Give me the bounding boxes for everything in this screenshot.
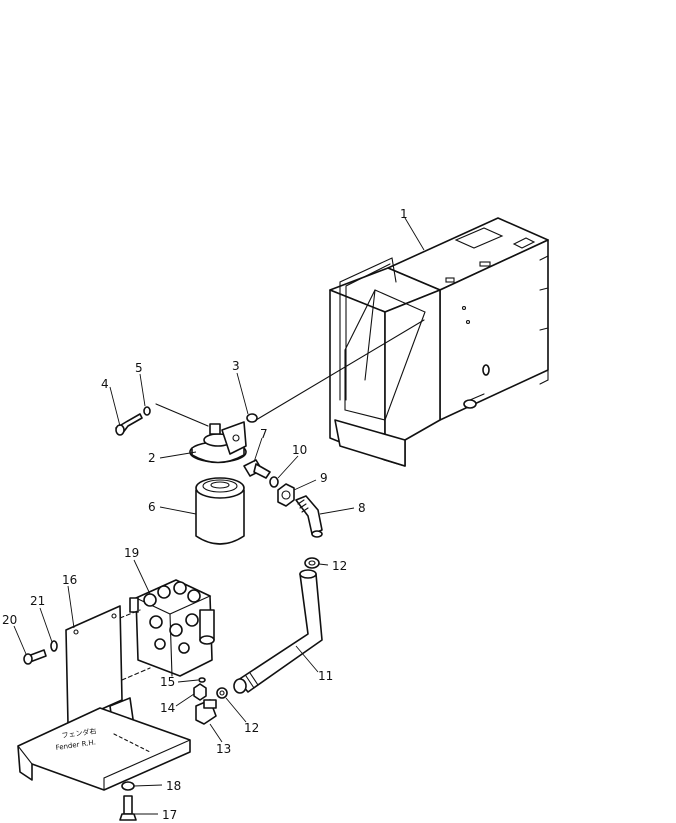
callout-20: 20 xyxy=(2,613,17,627)
callout-6: 6 xyxy=(148,500,156,514)
clamp-12-upper xyxy=(304,557,320,569)
callout-19: 19 xyxy=(124,546,139,560)
nut-14 xyxy=(193,683,207,701)
callout-7: 7 xyxy=(260,427,268,441)
leader-lines xyxy=(13,217,425,815)
callout-21: 21 xyxy=(30,594,45,608)
callout-8: 8 xyxy=(358,501,366,515)
callouts: 1 2 3 4 5 6 7 8 9 10 11 12 12 13 14 15 1… xyxy=(2,207,408,822)
elbow-13 xyxy=(195,699,217,725)
bolt-20 xyxy=(23,649,47,665)
clamp-12-lower xyxy=(216,687,228,699)
elbow-8 xyxy=(295,495,323,538)
callout-4: 4 xyxy=(101,377,109,391)
filter-mount-line xyxy=(155,403,209,427)
callout-12-upper: 12 xyxy=(332,559,347,573)
callout-13: 13 xyxy=(216,742,231,756)
washer-18 xyxy=(121,781,135,791)
fitting-7 xyxy=(243,459,271,479)
o-ring-10 xyxy=(269,476,279,488)
o-ring-15 xyxy=(198,677,206,683)
bolt-17 xyxy=(119,795,137,821)
callout-18: 18 xyxy=(166,779,181,793)
callout-1: 1 xyxy=(400,207,408,221)
port-reference-line xyxy=(255,319,425,421)
callout-17: 17 xyxy=(162,808,177,822)
o-ring-3 xyxy=(246,413,258,423)
bracket-16 xyxy=(65,605,135,735)
hose-11 xyxy=(233,569,323,694)
nut-9 xyxy=(277,483,295,507)
filter-cartridge xyxy=(195,477,245,545)
bolt-4 xyxy=(115,413,143,436)
callout-5: 5 xyxy=(135,361,143,375)
callout-12-lower: 12 xyxy=(244,721,259,735)
callout-2: 2 xyxy=(148,451,156,465)
washer-21 xyxy=(50,640,58,652)
callout-9: 9 xyxy=(320,471,328,485)
hydraulic-tank-housing xyxy=(329,217,549,467)
fender-rh xyxy=(17,707,191,791)
washer-5 xyxy=(143,406,151,416)
callout-11: 11 xyxy=(318,669,333,683)
callout-15: 15 xyxy=(160,675,175,689)
callout-16: 16 xyxy=(62,573,77,587)
control-valve-19 xyxy=(129,579,215,677)
filter-head xyxy=(189,421,247,464)
callout-3: 3 xyxy=(232,359,240,373)
callout-10: 10 xyxy=(292,443,307,457)
callout-14: 14 xyxy=(160,701,175,715)
